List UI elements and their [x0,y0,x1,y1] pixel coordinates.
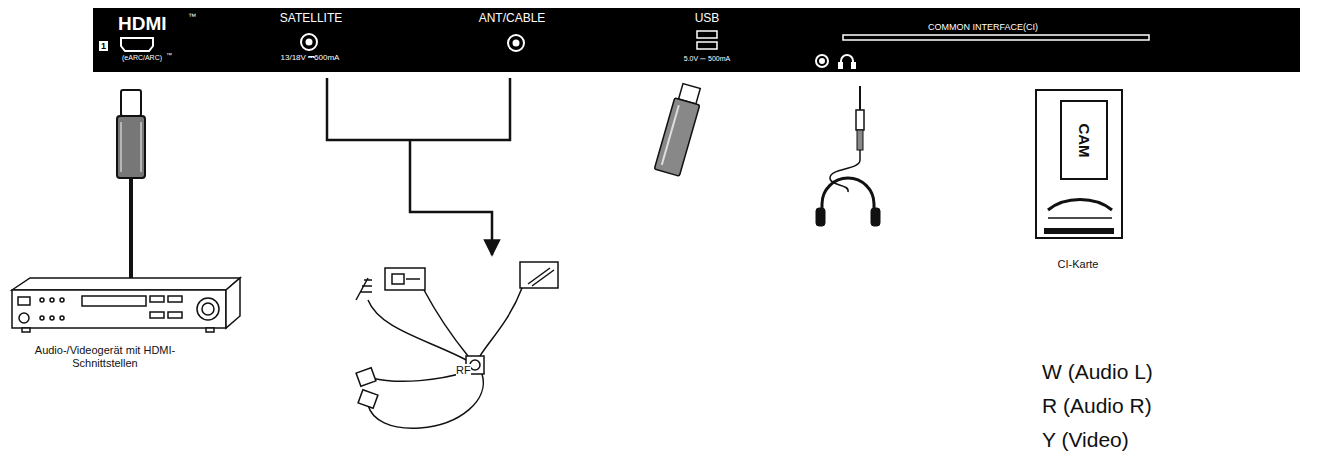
ci-slot [843,35,1149,40]
caption-label: R (Audio R) [1042,394,1152,418]
cam-text: CAM [1075,123,1092,157]
port-label: ™ [166,52,172,59]
port-label: ™ [188,12,196,21]
port-label: 5.0V ⎓ 500mA [684,55,730,63]
caption-label: Y (Video) [1042,428,1129,452]
usb-port [697,31,717,49]
caption-label: Audio-/Videogerät mit HDMI-Schnittstelle… [30,344,180,369]
caption-label: RF [456,364,471,377]
headphones [816,86,880,226]
port-label: (eARC/ARC) [122,54,162,62]
cam-label-box: CAM [1060,100,1108,180]
headphone-socket [816,55,855,68]
connector-panel [93,8,1300,72]
antenna-bracket [327,78,510,255]
hdmi-cable [117,90,145,278]
caption-label: CI-Karte [1058,258,1099,271]
av-device [12,278,240,332]
usb-stick [654,82,704,176]
hdmi-logo: HDMI [118,13,167,35]
port-label: USB [695,12,720,26]
hdmi-port [121,38,153,51]
coax-socket [301,34,524,51]
port-label: 13/18V ⎓600mA [281,53,340,62]
port-label: COMMON INTERFACE(CI) [928,22,1038,32]
port-label: SATELLITE [280,12,342,26]
port-label: ANT/CABLE [479,12,546,26]
port-label: 1 [99,41,108,51]
caption-label: W (Audio L) [1042,360,1153,384]
cam-card [1036,90,1122,238]
rf-splitter [356,262,558,428]
